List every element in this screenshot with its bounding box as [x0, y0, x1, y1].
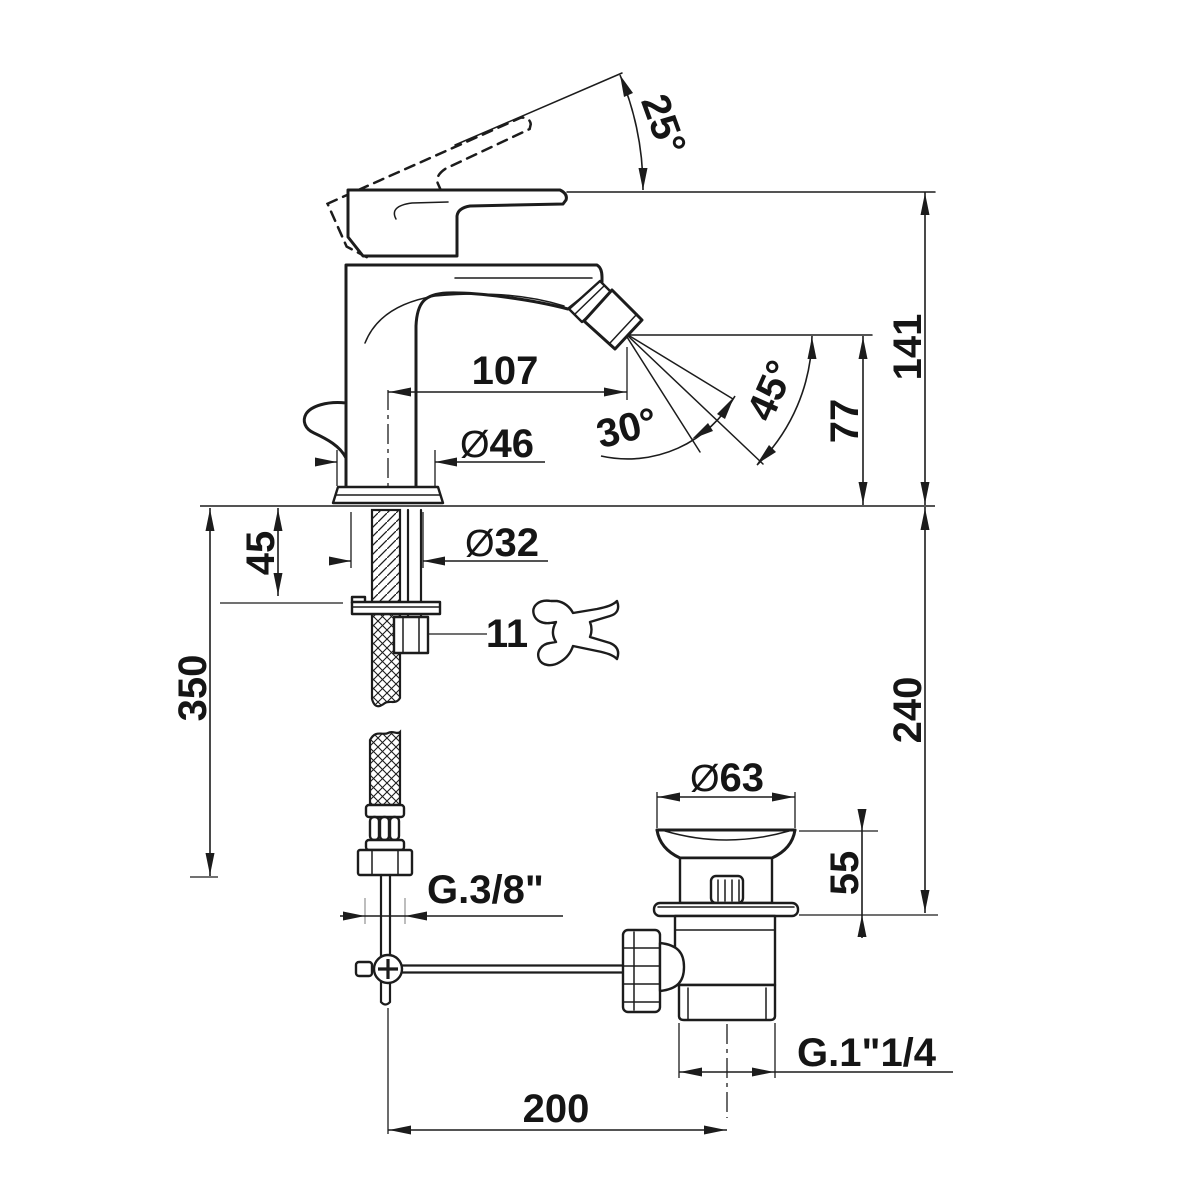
drain-height-label: 55 — [823, 851, 867, 896]
drain-diameter-value: 63 — [720, 756, 765, 800]
hole-diameter-label: Ø32 — [465, 521, 539, 565]
spray-fan — [626, 334, 764, 465]
drain-knurled-wheel — [709, 874, 745, 905]
dim-spray-angle-inner: 30° — [592, 395, 736, 460]
spray-line-center — [627, 335, 764, 465]
drain-tailpiece — [677, 983, 777, 1022]
spray-angle-inner-label: 30° — [592, 400, 661, 457]
rod-to-waste-label: 200 — [523, 1087, 590, 1131]
handle-angle-ray — [454, 72, 623, 146]
pop-up-rod-knob — [302, 401, 348, 460]
dim-drain-diameter: Ø63 — [656, 756, 796, 828]
drain-dish-curve — [664, 830, 790, 841]
handle-detail-curve — [393, 201, 449, 220]
drain-lower-body — [673, 914, 777, 987]
spray-line-lower — [626, 336, 701, 453]
dim-hose-drop: 350 — [171, 508, 218, 878]
lower-flex-hose — [368, 729, 402, 807]
hose-ferrule-rib-1 — [368, 815, 381, 842]
dim-wrench-size: 11 — [486, 599, 620, 667]
spout-underside-highlight — [364, 293, 565, 344]
linkage-nut-connector — [658, 941, 686, 993]
dim-drain-height: 55 — [799, 809, 938, 938]
hole-diameter-value: 32 — [495, 521, 540, 565]
hose-ferrule-rib-2 — [378, 815, 391, 842]
dim-rod-to-waste: 200 — [387, 1008, 727, 1135]
hose-drop-label: 350 — [171, 655, 215, 722]
pop-up-waste-assembly — [621, 828, 800, 1118]
dim-spray-angle-outer: 45° — [739, 335, 817, 466]
diameter-symbol: Ø — [690, 758, 720, 800]
base-diameter-value: 46 — [490, 422, 535, 466]
mounting-nut-facets — [402, 616, 420, 654]
handle-angle-label: 25° — [632, 89, 694, 161]
deck-thickness-label: 45 — [239, 531, 283, 576]
spout-height-label: 77 — [823, 399, 867, 444]
rod-end-stub — [354, 960, 374, 978]
aerator-face-line — [609, 313, 638, 344]
inlet-thread-label: G.3/8" — [427, 868, 544, 912]
aerator-nozzle — [582, 288, 644, 351]
tailpiece-thread-lines — [687, 987, 767, 1020]
pop-up-rod — [379, 873, 392, 1006]
threaded-shank-hatched — [370, 508, 402, 604]
dim-total-height: 141 — [886, 192, 930, 505]
aerator-collar-line — [574, 285, 605, 315]
rod-joint-screw-cross — [378, 959, 398, 979]
faucet-body — [344, 263, 604, 490]
diameter-symbol: Ø — [460, 424, 490, 466]
horseshoe-washer — [350, 600, 442, 616]
faucet-handle — [346, 188, 568, 258]
dim-spout-height: 77 — [823, 336, 868, 505]
under-deck-assembly — [350, 508, 626, 1006]
hose-connection-nut — [356, 848, 414, 877]
spray-line-upper — [627, 334, 734, 400]
dim-spout-reach: 107 — [387, 347, 628, 490]
linkage-knurled-nut — [621, 928, 662, 1014]
spout-reach-label: 107 — [472, 349, 539, 393]
handle-open-position-dashed — [325, 116, 533, 260]
waste-thread-label: G.1"1/4 — [797, 1031, 937, 1075]
hose-ferrule-band-top — [364, 803, 406, 819]
diameter-symbol: Ø — [465, 523, 495, 565]
linkage-rod — [398, 964, 626, 974]
mounting-stud — [406, 508, 423, 618]
mounting-nut — [392, 615, 430, 655]
dim-hole-diameter: Ø32 — [329, 512, 548, 568]
faucet-assembly — [302, 116, 644, 505]
drain-flange — [652, 901, 800, 918]
dim-waste-thread: G.1"1/4 — [678, 1023, 953, 1078]
hose-ferrule-rib-3 — [388, 815, 401, 842]
linkage-nut-knurls — [622, 931, 661, 1011]
wrench-size-label: 11 — [486, 612, 528, 656]
base-diameter-label: Ø46 — [460, 422, 534, 466]
total-height-label: 141 — [886, 314, 930, 381]
open-end-wrench-icon — [532, 599, 620, 667]
dim-deck-to-waste: 240 — [886, 507, 930, 913]
hose-nut-facets — [371, 849, 399, 876]
deck-to-waste-label: 240 — [886, 677, 930, 744]
spray-angle-outer-label: 45° — [739, 354, 804, 427]
hose-ferrule-band-bottom — [364, 838, 406, 852]
aerator-collar — [567, 279, 615, 324]
dim-deck-thickness: 45 — [220, 508, 343, 604]
drain-wheel-knurls — [717, 879, 740, 902]
dim-inlet-thread: G.3/8" — [340, 868, 563, 924]
drain-diameter-label: Ø63 — [690, 756, 764, 800]
dim-base-diameter: Ø46 — [315, 422, 545, 486]
